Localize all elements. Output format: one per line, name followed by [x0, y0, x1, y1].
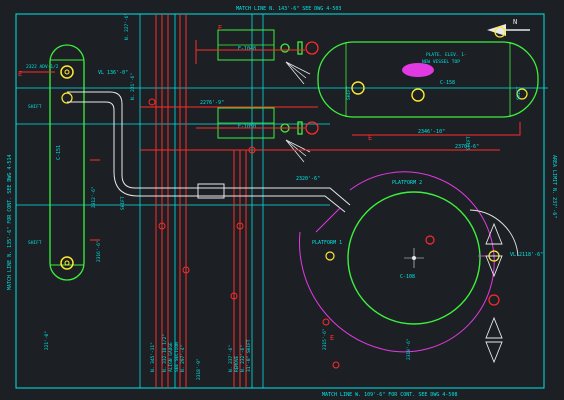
- col-label-5: N. 227'-6": [124, 13, 130, 40]
- left-vertical-vessel: C-151: [49, 44, 85, 281]
- red-e-markers: E E E E: [18, 24, 372, 342]
- column-grid: [16, 14, 548, 388]
- note-5: SHIFT: [466, 136, 472, 150]
- note-elev-2312: 2312'-6": [91, 186, 97, 208]
- note-elev-2319: 2319'-6": [406, 338, 412, 360]
- note-1: SEE SECTION: [174, 342, 180, 372]
- vertical-notes: 2312'-6" 2316'-6" 221'-0" 2315'-6" 2318'…: [44, 136, 472, 380]
- dim-2370: 2370'-6": [455, 144, 479, 150]
- shift-2: SHIFT: [28, 240, 42, 246]
- column-elevation-labels: N. 345'-11" N. 332-10 1/2" N. 297'-4" N.…: [124, 13, 246, 372]
- davit-symbols: [469, 209, 519, 364]
- platform2-label: PLATFORM 2: [392, 180, 422, 186]
- dim-2276: 2276'-9": [200, 100, 224, 106]
- note-elev-2318: 2318'-9": [196, 358, 202, 380]
- exchanger-e1048: E-1048 E-1050: [217, 29, 275, 139]
- red-vertical-pipes: [155, 14, 247, 388]
- note-3: 31'-0" SHIFT: [246, 339, 252, 372]
- north-label: N: [513, 18, 517, 26]
- red-horizontal-pipes: [20, 40, 521, 241]
- vl-2118: VL.2118'-6": [510, 252, 543, 258]
- note-0: ALIGN GAUGE: [168, 342, 174, 372]
- elev-2322: 2322 ADV-1/2: [26, 64, 59, 70]
- c108-label: C-108: [400, 274, 415, 280]
- round-vessel-c108: PLATFORM 2 PLATFORM 1 C-108: [299, 171, 500, 353]
- svg-text:E: E: [330, 334, 334, 342]
- match-line-right-label: AREA LIMIT N. 237'-6": [551, 155, 557, 218]
- shift-4: SHIFT: [516, 86, 522, 100]
- plate-elev-label: PLATE. ELEV. 1-: [426, 52, 467, 58]
- shift-1: SHIFT: [28, 104, 42, 110]
- col-label-0: N. 345'-11": [150, 342, 156, 372]
- svg-text:E: E: [18, 70, 22, 78]
- dim-2320: 2320'-6": [296, 176, 320, 182]
- dim-2346: 2346'-10": [418, 129, 445, 135]
- match-line-top-label: MATCH LINE N. 143'-6" SEE DWG 4-503: [236, 6, 341, 12]
- drawing-border: [15, 13, 545, 389]
- col-label-2: N. 297'-4": [180, 345, 186, 372]
- north-arrow-icon: N: [487, 18, 530, 36]
- vessel-c151-label: C-151: [56, 145, 62, 160]
- match-line-left-label: MATCH LINE N. 135'-6" FOR CONT. SEE DWG …: [7, 155, 13, 290]
- note-elev-2315: 2315'-6": [322, 328, 328, 350]
- svg-text:E: E: [368, 134, 372, 142]
- note-elev-2316: 2316'-6": [96, 240, 102, 262]
- svg-text:E: E: [218, 24, 222, 32]
- platform1-label: PLATFORM 1: [312, 240, 342, 246]
- horizontal-vessel: PLATE. ELEV. 1- NEW VESSEL TOP C-158: [317, 26, 539, 118]
- e1050-label: E-1050: [238, 124, 256, 130]
- note-2: REMOVE: [234, 355, 240, 372]
- vessel-c158-label: C-158: [440, 80, 455, 86]
- col-label-1: N. 332-10 1/2": [162, 334, 168, 372]
- new-vessel-top-label: NEW VESSEL TOP: [422, 59, 460, 65]
- spray-symbols: [285, 61, 311, 163]
- transfer-pipe: [67, 91, 351, 213]
- e1048-label: E-1048: [238, 46, 256, 52]
- valve-markers: [148, 98, 340, 369]
- shift-3: SHIFT: [346, 86, 352, 100]
- note-elev-221: 221'-0": [44, 331, 50, 350]
- note-4: SHIFT: [120, 196, 126, 210]
- vl-136: VL 136'-0": [98, 70, 128, 76]
- col-label-6: N. 221'-6": [130, 73, 136, 100]
- col-label-3: N. 237'-6": [228, 345, 234, 372]
- col-label-4: N. 232'-6": [240, 345, 246, 372]
- match-line-bottom-label: MATCH LINE W. 109'-6" FOR CONT. SEE DWG …: [322, 392, 457, 398]
